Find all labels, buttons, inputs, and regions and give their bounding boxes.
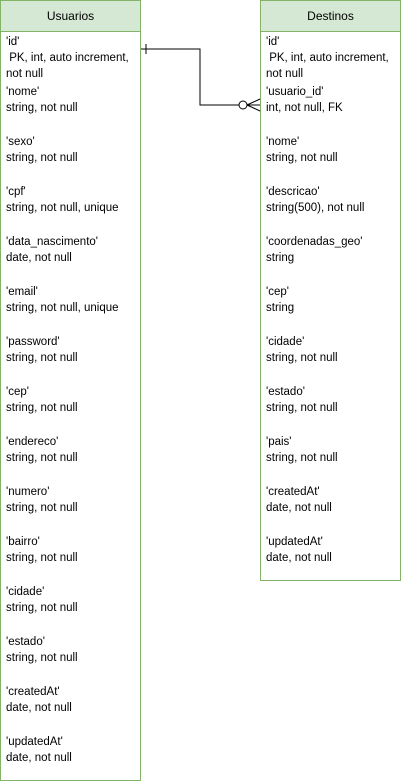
field-name: 'bairro' (6, 536, 40, 548)
field-name: 'id' (6, 36, 20, 48)
field-type: date, not null (6, 702, 72, 714)
usuarios-field: 'sexo' string, not null (6, 134, 137, 166)
field-type: string, not null (6, 652, 78, 664)
field-type: date, not null (6, 252, 72, 264)
crow-foot-top (246, 98, 261, 106)
field-name: 'estado' (6, 636, 45, 648)
usuarios-field: 'id' PK, int, auto increment, not null (6, 34, 137, 82)
usuarios-field: 'numero' string, not null (6, 484, 137, 516)
field-name: 'endereco' (6, 436, 59, 448)
destinos-field: 'estado' string, not null (266, 384, 397, 416)
field-type: PK, int, auto increment, not null (266, 52, 392, 80)
field-name: 'createdAt' (6, 686, 60, 698)
field-name: 'estado' (266, 386, 305, 398)
field-name: 'createdAt' (266, 486, 320, 498)
field-type: string, not null, unique (6, 302, 119, 314)
field-type: date, not null (6, 752, 72, 764)
field-name: 'sexo' (6, 136, 35, 148)
field-name: 'data_nascimento' (6, 236, 98, 248)
field-type: string, not null, unique (6, 202, 119, 214)
field-type: string, not null (6, 452, 78, 464)
field-type: date, not null (266, 552, 332, 564)
field-name: 'descricao' (266, 186, 320, 198)
destinos-field: 'cep' string (266, 284, 397, 316)
usuarios-field: 'estado' string, not null (6, 634, 137, 666)
usuarios-field: 'cidade' string, not null (6, 584, 137, 616)
field-type: string(500), not null (266, 202, 365, 214)
field-name: 'usuario_id' (266, 86, 324, 98)
crow-foot-bottom (246, 104, 261, 112)
field-type: string, not null (6, 402, 78, 414)
field-name: 'cpf' (6, 186, 26, 198)
usuarios-field: 'updatedAt' date, not null (6, 734, 137, 766)
field-name: 'cidade' (6, 586, 45, 598)
usuarios-field: 'bairro' string, not null (6, 534, 137, 566)
destinos-field: 'descricao' string(500), not null (266, 184, 397, 216)
field-name: 'cep' (266, 286, 289, 298)
field-type: string, not null (266, 402, 338, 414)
destinos-field: 'nome' string, not null (266, 134, 397, 166)
field-name: 'email' (6, 286, 38, 298)
zero-mark (238, 100, 248, 110)
connector-line (141, 48, 260, 106)
destinos-entity-title: Destinos (261, 1, 400, 32)
usuarios-entity[interactable]: Usuarios 'id' PK, int, auto increment, n… (0, 0, 141, 781)
destinos-field: 'cidade' string, not null (266, 334, 397, 366)
field-type: string, not null (6, 552, 78, 564)
field-type: string, not null (266, 452, 338, 464)
field-type: string (266, 302, 295, 314)
field-type: int, not null, FK (266, 102, 343, 114)
field-name: 'nome' (6, 86, 40, 98)
usuarios-field: 'email' string, not null, unique (6, 284, 137, 316)
destinos-field: 'coordenadas_geo'string (266, 234, 397, 266)
field-type: string, not null (6, 502, 78, 514)
field-type: string, not null (6, 102, 78, 114)
field-name: 'pais' (266, 436, 292, 448)
destinos-field: 'createdAt' date, not null (266, 484, 397, 516)
field-name: 'cidade' (266, 336, 305, 348)
field-type: string, not null (6, 152, 78, 164)
field-name: 'id' (266, 36, 280, 48)
field-name: 'coordenadas_geo' (266, 236, 363, 248)
usuarios-field: 'data_nascimento' date, not null (6, 234, 137, 266)
usuarios-field: 'nome' string, not null (6, 84, 137, 116)
field-type: PK, int, auto increment, not null (6, 52, 132, 80)
field-type: string, not null (6, 602, 78, 614)
destinos-field: 'updatedAt' date, not null (266, 534, 397, 566)
field-type: string (266, 252, 295, 264)
field-name: 'updatedAt' (6, 736, 63, 748)
field-name: 'numero' (6, 486, 50, 498)
destinos-field: 'pais' string, not null (266, 434, 397, 466)
field-type: string, not null (6, 352, 78, 364)
usuarios-field: 'endereco' string, not null (6, 434, 137, 466)
field-name: 'password' (6, 336, 60, 348)
field-name: 'nome' (266, 136, 300, 148)
field-type: date, not null (266, 502, 332, 514)
usuarios-field: 'password' string, not null (6, 334, 137, 366)
destinos-field: 'usuario_id' int, not null, FK (266, 84, 397, 116)
field-type: string, not null (266, 352, 338, 364)
field-name: 'cep' (6, 386, 29, 398)
usuarios-field: 'createdAt' date, not null (6, 684, 137, 716)
destinos-entity[interactable]: Destinos 'id' PK, int, auto increment, n… (260, 0, 401, 581)
usuarios-field: 'cpf' string, not null, unique (6, 184, 137, 216)
destinos-field: 'id' PK, int, auto increment, not null (266, 34, 397, 82)
field-name: 'updatedAt' (266, 536, 323, 548)
field-type: string, not null (266, 152, 338, 164)
usuarios-entity-title: Usuarios (1, 1, 140, 32)
usuarios-field: 'cep' string, not null (6, 384, 137, 416)
